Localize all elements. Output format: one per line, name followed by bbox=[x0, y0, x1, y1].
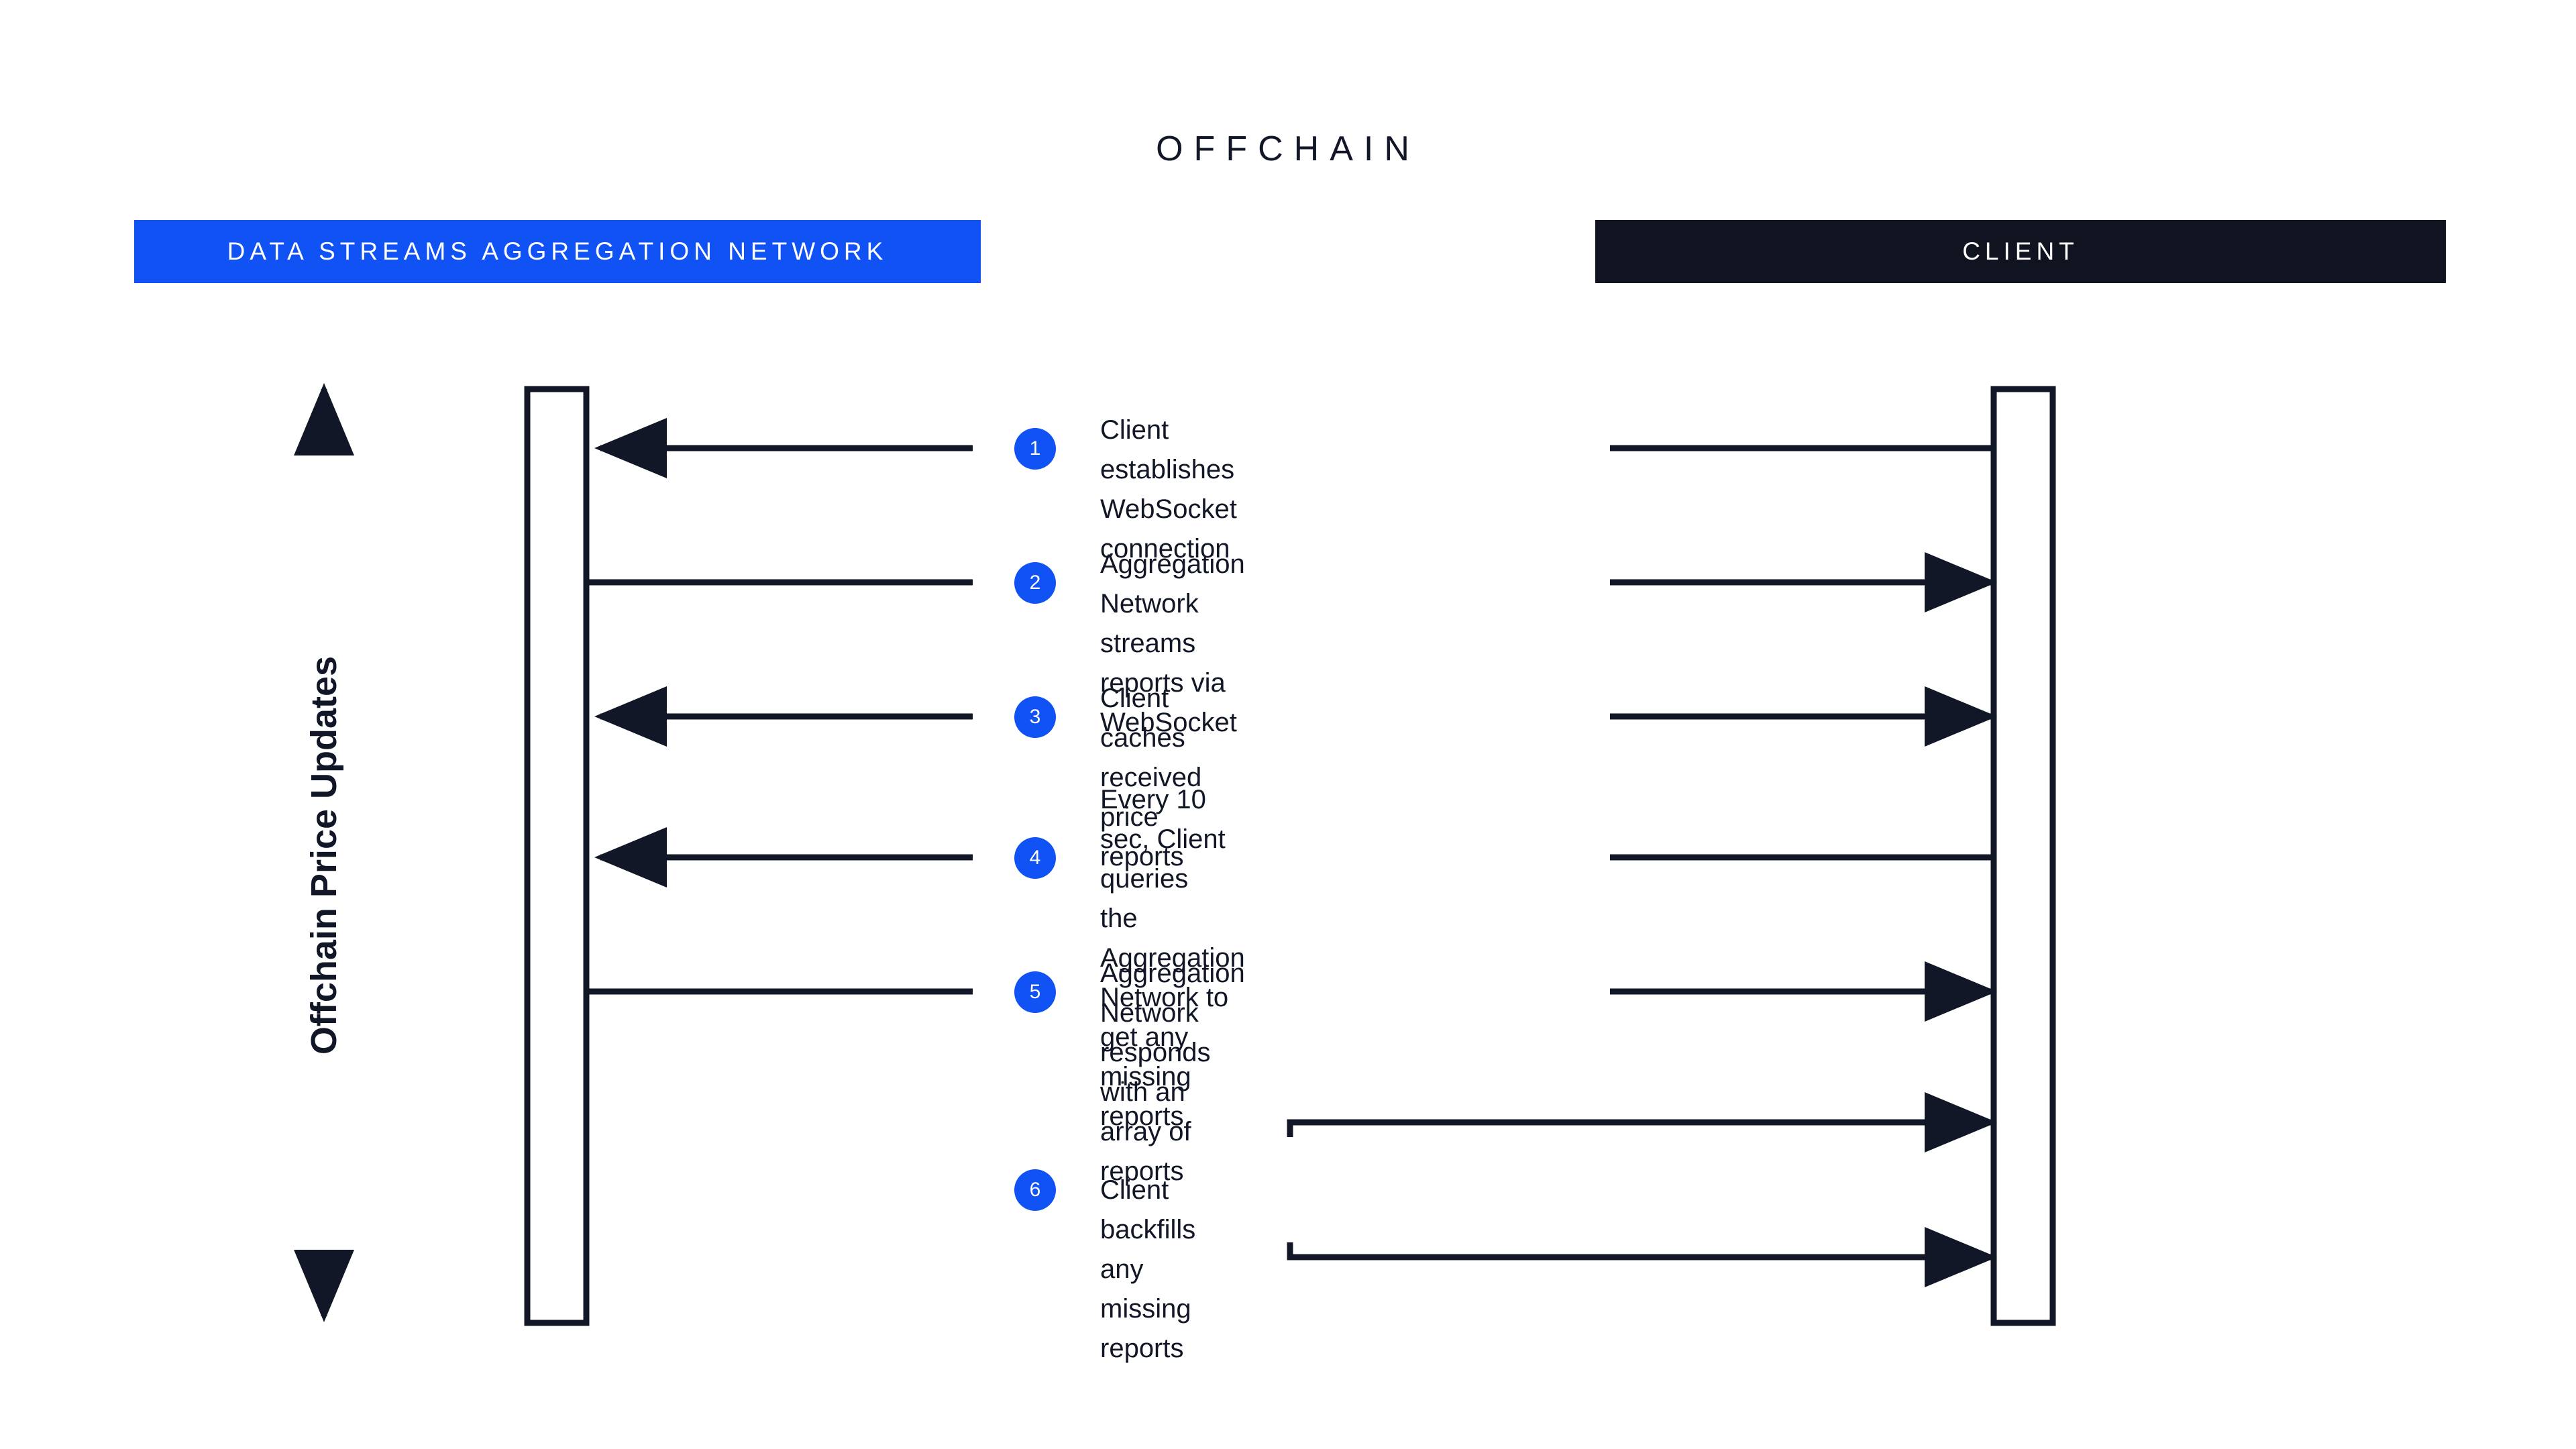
step-3-text: Client caches received price reports bbox=[1100, 684, 1202, 871]
step-4-badge: 4 bbox=[1014, 837, 1056, 879]
step-5-badge: 5 bbox=[1014, 971, 1056, 1013]
lane-header-client-label: CLIENT bbox=[1962, 237, 2079, 265]
step-3-badge: 3 bbox=[1014, 696, 1056, 738]
step-1-text: Client establishes WebSocket connection bbox=[1100, 415, 1237, 564]
lane-header-client: CLIENT bbox=[1595, 220, 2446, 283]
step-4-text: Every 10 sec, Client queries the Aggrega… bbox=[1100, 785, 1245, 1131]
lifeline-aggregation-network bbox=[524, 386, 590, 1326]
step-6-badge: 6 bbox=[1014, 1169, 1056, 1211]
step-5-text: Aggregation Network responds with an arr… bbox=[1100, 959, 1245, 1186]
page-title: OFFCHAIN bbox=[1156, 129, 1420, 168]
step-1-badge: 1 bbox=[1014, 428, 1056, 470]
message-arrow-step-6-top bbox=[1287, 1092, 1997, 1152]
step-2-text: Aggregation Network streams reports via … bbox=[1100, 549, 1245, 737]
message-arrow-step-6 bbox=[1287, 1092, 1997, 1287]
lane-header-aggregation-network-label: DATA STREAMS AGGREGATION NETWORK bbox=[227, 237, 888, 265]
step-6-text: Client backfills any missing reports bbox=[1100, 1175, 1196, 1363]
message-arrow-step-6-bottom bbox=[1287, 1227, 1997, 1287]
axis-label-offchain-price-updates: Offchain Price Updates bbox=[304, 655, 344, 1055]
lane-header-aggregation-network: DATA STREAMS AGGREGATION NETWORK bbox=[134, 220, 981, 283]
step-2-badge: 2 bbox=[1014, 562, 1056, 604]
lifeline-client bbox=[1990, 386, 2056, 1326]
